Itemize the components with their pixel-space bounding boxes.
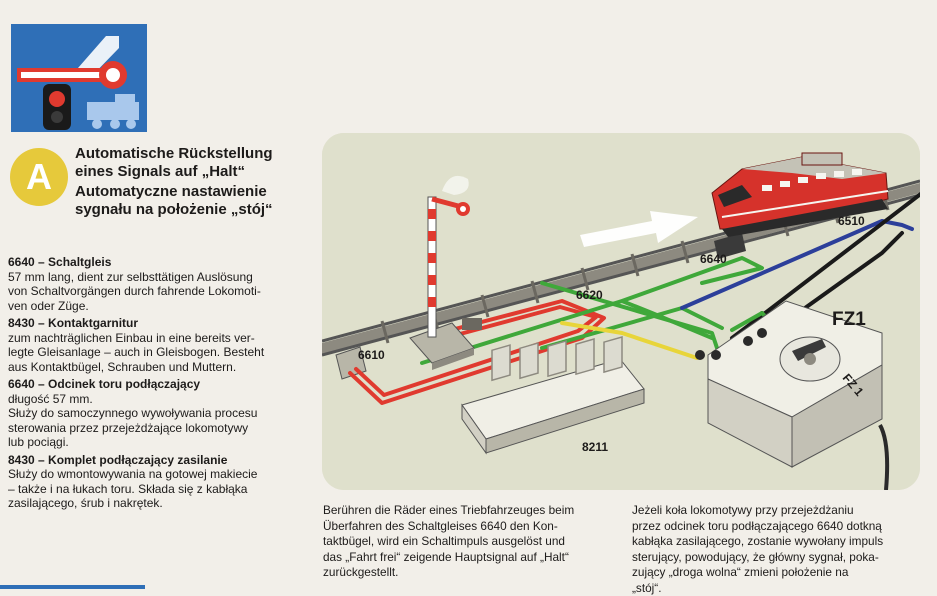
- part-title: 6640 – Odcinek toru podłączający: [8, 377, 293, 392]
- bottom-color-bar: [0, 585, 145, 589]
- part-description: 57 mm lang, dient zur selbsttätigen Ausl…: [8, 270, 293, 314]
- heading-pl-line-2: sygnału na położenie „stój“: [75, 201, 315, 219]
- signal-logo-icon: [11, 24, 147, 132]
- section-letter: A: [26, 156, 52, 198]
- heading-de-line-1: Automatische Rückstellung: [75, 145, 315, 163]
- caption-german: Berühren die Räder eines Triebfahrzeuges…: [323, 503, 613, 581]
- part-title: 6640 – Schaltgleis: [8, 255, 293, 270]
- parts-list: 6640 – Schaltgleis 57 mm lang, dient zur…: [8, 255, 293, 514]
- label-6620: 6620: [576, 288, 603, 302]
- part-title: 8430 – Komplet podłączający zasilanie: [8, 453, 293, 468]
- part-item: 6640 – Odcinek toru podłączający długość…: [8, 377, 293, 450]
- section-heading: Automatische Rückstellung eines Signals …: [75, 145, 315, 219]
- label-6510: 6510: [838, 214, 865, 228]
- part-description: zum nachträglichen Einbau in eine bereit…: [8, 331, 293, 375]
- part-description: Służy do wmontowywania na gotowej makiec…: [8, 467, 293, 511]
- heading-de-line-2: eines Signals auf „Halt“: [75, 163, 315, 181]
- label-6640: 6640: [700, 252, 727, 266]
- part-title: 8430 – Kontaktgarnitur: [8, 316, 293, 331]
- heading-pl-line-1: Automatyczne nastawienie: [75, 183, 315, 201]
- caption-polish: Jeżeli koła lokomotywy przy przejeżdżani…: [632, 503, 924, 596]
- part-item: 8430 – Kontaktgarnitur zum nachträgliche…: [8, 316, 293, 374]
- label-fz1: FZ1: [832, 309, 866, 330]
- part-item: 6640 – Schaltgleis 57 mm lang, dient zur…: [8, 255, 293, 313]
- wiring-diagram: 6510 6640 6620 6610 8211 FZ1 FZ 1: [322, 133, 920, 490]
- label-8211: 8211: [582, 440, 608, 454]
- part-description: długość 57 mm. Służy do samoczynnego wyw…: [8, 392, 293, 450]
- part-item: 8430 – Komplet podłączający zasilanie Sł…: [8, 453, 293, 511]
- label-6610: 6610: [358, 348, 385, 362]
- section-letter-badge: A: [10, 148, 68, 206]
